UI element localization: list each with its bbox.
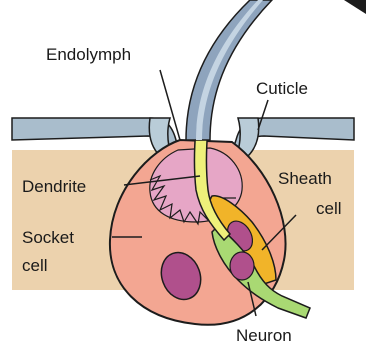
corner-triangle-icon: [344, 0, 366, 14]
dendrite-label: Dendrite: [22, 177, 86, 196]
socket-cell-label-line1: Socket: [22, 228, 74, 247]
cuticle-label: Cuticle: [256, 79, 308, 98]
endolymph-label: Endolymph: [46, 45, 131, 64]
socket-cell-label-line2: cell: [22, 256, 48, 275]
sheath-cell-label-line1: Sheath: [278, 169, 332, 188]
neuron-nucleus: [230, 252, 254, 280]
sheath-cell-label-line2: cell: [316, 199, 342, 218]
neuron-label: Neuron: [236, 326, 292, 345]
